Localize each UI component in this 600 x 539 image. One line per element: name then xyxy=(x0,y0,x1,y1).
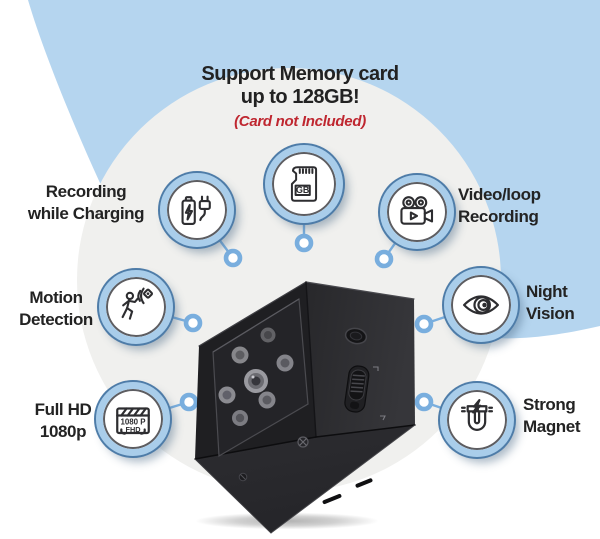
feature-label-strong-magnet: Strong Magnet xyxy=(523,394,600,438)
feature-label-line: Video/loop xyxy=(458,185,541,204)
memory-card-icon-label: GB xyxy=(296,185,310,195)
mode-slider xyxy=(344,365,370,413)
connector-dot-video xyxy=(374,249,394,269)
feature-circle-strong-magnet xyxy=(440,383,514,457)
feature-label-line: Full HD xyxy=(34,400,92,419)
feature-circle-video-loop-recording xyxy=(380,175,454,249)
feature-label-line: Night xyxy=(526,282,568,301)
power-button xyxy=(344,327,368,345)
headline-disclaimer: (Card not Included) xyxy=(234,113,366,130)
feature-label-line: Magnet xyxy=(523,417,581,436)
feature-label-line: Motion xyxy=(29,288,83,307)
video-camera-icon xyxy=(400,196,434,225)
clapperboard-icon-label-bottom: FHD xyxy=(125,425,140,434)
ir-led-array xyxy=(218,327,294,426)
product-cube xyxy=(194,281,416,534)
feature-label-line: Recording xyxy=(458,207,539,226)
lens-panel-highlight xyxy=(212,298,300,353)
eye-icon xyxy=(462,295,500,315)
feature-label-night-vision: Night Vision xyxy=(526,281,600,325)
bottom-screw-large xyxy=(297,436,309,448)
feature-label-line: Detection xyxy=(19,310,93,329)
cube-bottom-face xyxy=(195,425,415,533)
feature-circle-full-hd: 1080 P FHD xyxy=(96,382,170,456)
connector-dot-charging xyxy=(223,248,243,268)
feature-circle-motion-detection xyxy=(99,270,173,344)
feature-label-full-hd: Full HD 1080p xyxy=(4,399,122,443)
cube-edges xyxy=(194,281,416,534)
feature-circle-memory-card: GB xyxy=(265,145,343,223)
feature-label-line: Recording xyxy=(45,182,127,201)
slider-mode-icons xyxy=(373,366,386,421)
feature-circle-recording-while-charging xyxy=(160,173,234,247)
battery-charging-icon xyxy=(181,195,211,225)
bottom-vent-slot xyxy=(322,494,342,504)
connector-dot-fullhd xyxy=(179,392,199,412)
cube-side-face xyxy=(306,282,415,437)
feature-label-line: Strong xyxy=(523,395,576,414)
feature-label-line: while Charging xyxy=(27,204,145,223)
magnet-icon xyxy=(460,399,494,431)
memory-card-icon: GB xyxy=(290,166,318,202)
feature-label-video-loop-recording: Video/loop Recording xyxy=(458,184,598,228)
bottom-vent-slot xyxy=(355,478,373,488)
feature-label-recording-while-charging: Recording while Charging xyxy=(10,181,162,225)
headline-line1: Support Memory card xyxy=(201,63,399,85)
connector-dot-magnet xyxy=(414,392,434,412)
clapperboard-icon: 1080 P FHD xyxy=(116,407,150,435)
feature-circle-night-vision xyxy=(444,268,518,342)
connector-dot-night xyxy=(414,314,434,334)
headline: Support Memory card up to 128GB! (Card n… xyxy=(110,63,490,132)
feature-label-motion-detection: Motion Detection xyxy=(0,287,112,331)
clapperboard-icon-label-top: 1080 P xyxy=(120,418,146,427)
connector-dot-motion xyxy=(183,313,203,333)
motion-sensor-icon xyxy=(121,287,153,320)
connector-dot-memory xyxy=(294,233,314,253)
camera-lens xyxy=(244,369,268,393)
feature-label-line: 1080p xyxy=(39,422,87,441)
connector-dots xyxy=(179,233,434,412)
headline-line2: up to 128GB! xyxy=(240,86,360,108)
bottom-screw-small xyxy=(238,472,248,482)
feature-label-line: Vision xyxy=(526,304,575,323)
